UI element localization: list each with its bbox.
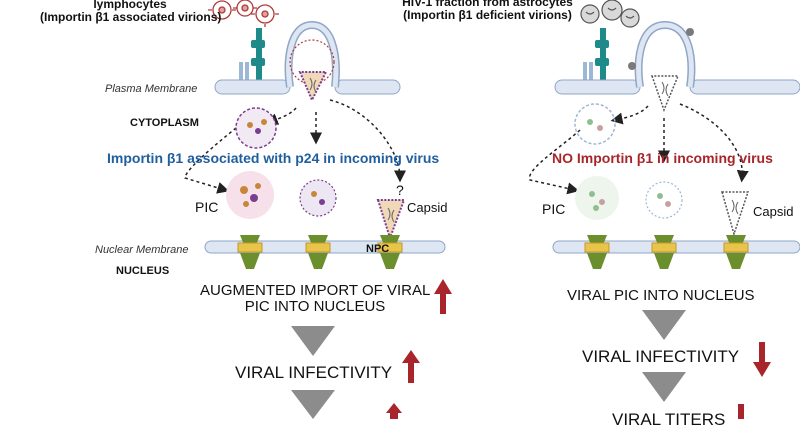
receptor-right — [583, 28, 609, 90]
infectivity-label-right: VIRAL INFECTIVITY — [582, 347, 740, 366]
flow-triangles-left — [291, 326, 335, 419]
cytoplasm-pic-right — [574, 103, 616, 145]
pic-label-left: PIC — [195, 199, 219, 215]
plasma-membrane-left — [214, 20, 401, 95]
capsid-label-left: Capsid — [407, 200, 448, 215]
pic-group-left — [226, 171, 406, 242]
right-header: HIV-1 fraction from astrocytes (Importin… — [380, 0, 595, 22]
pic-label-right: PIC — [542, 201, 566, 217]
virion-cluster-right — [580, 0, 640, 28]
flow-triangles-right — [642, 310, 686, 402]
nucleus-label: NUCLEUS — [116, 265, 170, 277]
left-header-line1: lymphocytes — [93, 0, 167, 11]
question-mark: ? — [396, 182, 404, 198]
npc-label: NPC — [366, 243, 390, 255]
cytoplasm-label: CYTOPLASM — [130, 117, 199, 129]
capsid-label-right: Capsid — [753, 204, 794, 219]
incoming-note-right: NO Importin β1 in incoming virus — [552, 150, 773, 166]
import-line1-left: AUGMENTED IMPORT OF VIRAL — [200, 282, 431, 299]
titers-label-right: VIRAL TITERS — [612, 410, 726, 429]
npc-right — [584, 235, 749, 269]
import-text-left: AUGMENTED IMPORT OF VIRAL PIC INTO NUCLE… — [200, 283, 430, 315]
cytoplasm-pic-left — [235, 107, 277, 149]
entry-arrows-right — [528, 103, 749, 195]
entering-virion-right — [650, 75, 680, 113]
right-header-line1: HIV-1 fraction from astrocytes — [402, 0, 573, 9]
infectivity-label-left: VIRAL INFECTIVITY — [235, 363, 393, 382]
plasma-membrane-label-left: Plasma Membrane — [105, 83, 198, 95]
virion-cluster-left — [208, 0, 279, 27]
entering-virion-left — [289, 39, 335, 103]
right-header-line2: (Importin β1 deficient virions) — [403, 8, 572, 22]
left-header: lymphocytes (Importin β1 associated viri… — [40, 0, 222, 24]
up-arrows-left — [386, 279, 452, 419]
npc-left — [237, 235, 403, 269]
entry-arrows-left — [184, 99, 406, 194]
left-header-line2: (Importin β1 associated virions) — [40, 10, 222, 24]
plasma-membrane-right — [554, 20, 800, 95]
receptor-left — [239, 28, 265, 90]
diagram-canvas — [184, 0, 800, 419]
import-line2-left: PIC INTO NUCLEUS — [244, 298, 386, 315]
down-arrows-right — [738, 342, 771, 419]
pic-group-right — [575, 176, 750, 237]
import-text-right: VIRAL PIC INTO NUCLEUS — [567, 287, 755, 304]
incoming-note-left: Importin β1 associated with p24 in incom… — [107, 150, 440, 166]
nuclear-membrane-label-left: Nuclear Membrane — [95, 244, 189, 256]
